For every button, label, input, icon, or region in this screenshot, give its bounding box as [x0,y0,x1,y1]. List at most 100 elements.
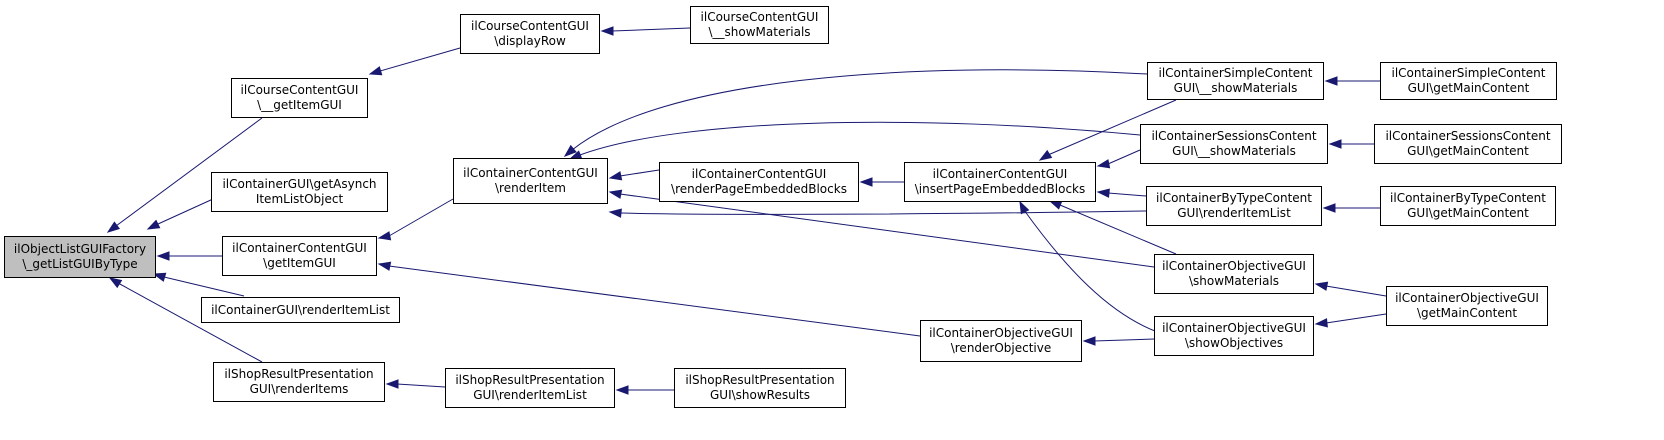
node-cc-renderitem-line1: ilContainerContentGUI [463,166,598,180]
node-obj-showobj-line1: ilContainerObjectiveGUI [1162,321,1306,335]
node-shop-renderlist[interactable]: ilShopResultPresentation GUI\renderItemL… [445,368,615,408]
arrowhead-cc-renderpage-to-cc-renderitem [608,171,623,181]
node-cont-getasynch-line2: ItemListObject [255,192,344,206]
arrowhead-cc-insertpage-to-cc-renderpage [859,177,873,187]
node-shop-showresults-line2: GUI\showResults [709,388,810,402]
arrowhead-simple-showmat-to-cc-insertpage [1038,149,1053,161]
node-course-showmat-line2: \__showMaterials [708,25,811,39]
arrowhead-course-getitem-to-root [106,221,121,233]
node-shop-renderitems-line2: GUI\renderItems [249,382,349,396]
node-cc-insertpage-line1: ilContainerContentGUI [932,167,1068,181]
node-cont-getasynch[interactable]: ilContainerGUI\getAsynch ItemListObject [211,172,388,212]
arrowhead-obj-showobj-to-cc-insertpage [1019,200,1030,215]
edge-obj-main-to-obj-showmat [1325,285,1387,297]
node-cc-renderitem[interactable]: ilContainerContentGUI \renderItem [453,158,608,204]
node-shop-renderitems[interactable]: ilShopResultPresentation GUI\renderItems [213,362,385,402]
arrowhead-obj-main-to-obj-showmat [1314,281,1329,291]
arrowhead-obj-main-to-obj-showobj [1314,318,1328,328]
node-bytype-main[interactable]: ilContainerByTypeContent GUI\getMainCont… [1380,186,1556,226]
node-course-displayrow-line1: ilCourseContentGUI [471,19,589,33]
arrowhead-obj-showmat-to-cc-insertpage [1048,200,1063,210]
node-cc-insertpage[interactable]: ilContainerContentGUI \insertPageEmbedde… [904,162,1096,202]
arrowhead-sessions-showmat-to-cc-insertpage [1096,159,1111,169]
node-cc-renderitem-line2: \renderItem [495,181,566,195]
node-bytype-render-line1: ilContainerByTypeContent [1156,191,1312,205]
node-shop-renderitems-line1: ilShopResultPresentation [224,367,374,381]
node-cont-getasynch-line1: ilContainerGUI\getAsynch [222,177,377,191]
edge-shop-renderlist-to-shop-renderitems [396,383,446,388]
node-shop-showresults[interactable]: ilShopResultPresentation GUI\showResults [674,368,846,408]
node-sessions-showmat-line2: GUI\__showMaterials [1172,144,1296,158]
arrowhead-course-displayrow-to-course-getitem [368,66,383,76]
edge-obj-showmat-to-cc-renderitem [619,193,1155,268]
arrowhead-bytype-render-to-cc-insertpage [1096,188,1110,198]
node-cont-renderlist[interactable]: ilContainerGUI\renderItemList [201,297,400,323]
node-shop-showresults-line1: ilShopResultPresentation [685,373,835,387]
node-root-line2: \_getListGUIByType [22,257,138,271]
node-obj-renderobj-line2: \renderObjective [950,341,1052,355]
edge-bytype-render-to-cc-insertpage [1107,192,1147,197]
arrowhead-simple-showmat-to-cc-renderitem [563,144,577,157]
node-shop-renderlist-line1: ilShopResultPresentation [455,373,605,387]
node-sessions-showmat[interactable]: ilContainerSessionsContent GUI\__showMat… [1140,124,1328,164]
node-shop-renderlist-line2: GUI\renderItemList [473,388,587,402]
edge-course-getitem-to-root [115,117,263,227]
node-course-getitem-line1: ilCourseContentGUI [240,83,359,97]
node-cc-getitem[interactable]: ilContainerContentGUI \getItemGUI [222,236,377,276]
arrowhead-cc-getitem-to-root [156,251,170,261]
node-sessions-showmat-line1: ilContainerSessionsContent [1151,129,1317,143]
node-simple-main[interactable]: ilContainerSimpleContent GUI\getMainCont… [1380,62,1557,100]
node-simple-showmat-line1: ilContainerSimpleContent [1158,66,1313,80]
node-obj-showmat[interactable]: ilContainerObjectiveGUI \showMaterials [1154,254,1314,294]
node-cc-renderpage-line2: \renderPageEmbeddedBlocks [671,182,847,196]
node-course-showmat-line1: ilCourseContentGUI [700,10,819,24]
edge-obj-showmat-to-cc-insertpage [1059,204,1177,255]
edge-simple-showmat-to-cc-renderitem [571,69,1148,151]
node-cc-getitem-line1: ilContainerContentGUI [232,241,367,255]
node-simple-main-line1: ilContainerSimpleContent [1391,66,1546,80]
edge-obj-main-to-obj-showobj [1325,313,1387,324]
edge-obj-showobj-to-obj-renderobj [1093,338,1155,342]
node-root[interactable]: ilObjectListGUIFactory \_getListGUIByTyp… [4,236,156,278]
edge-sessions-showmat-to-cc-insertpage [1107,149,1141,165]
node-bytype-render[interactable]: ilContainerByTypeContent GUI\renderItemL… [1146,186,1322,226]
node-sessions-main-line2: GUI\getMainContent [1407,144,1529,158]
node-simple-showmat-line2: GUI\__showMaterials [1173,81,1298,95]
edge-course-displayrow-to-course-getitem [379,47,461,72]
arrowhead-bytype-main-to-bytype-render [1322,203,1336,213]
node-course-getitem[interactable]: ilCourseContentGUI \__getItemGUI [231,78,368,118]
node-obj-renderobj[interactable]: ilContainerObjectiveGUI \renderObjective [920,320,1082,362]
edge-cc-renderitem-to-cc-getitem [388,198,454,237]
node-course-showmat[interactable]: ilCourseContentGUI \__showMaterials [690,6,829,44]
node-simple-main-line2: GUI\getMainContent [1407,81,1530,95]
edge-bytype-render-to-cc-renderitem [619,210,1147,215]
node-bytype-render-line2: GUI\renderItemList [1177,206,1291,220]
node-obj-showobj-line2: \showObjectives [1184,336,1284,350]
node-root-line1: ilObjectListGUIFactory [13,242,147,256]
node-simple-showmat[interactable]: ilContainerSimpleContent GUI\__showMater… [1147,62,1324,100]
node-obj-main-line2: \getMainContent [1416,306,1518,320]
node-cc-insertpage-line2: \insertPageEmbeddedBlocks [914,182,1086,196]
node-obj-showmat-line1: ilContainerObjectiveGUI [1162,259,1306,273]
node-obj-main[interactable]: ilContainerObjectiveGUI \getMainContent [1386,286,1548,326]
arrowhead-obj-showmat-to-cc-renderitem [608,189,623,199]
node-cont-renderlist-line1: ilContainerGUI\renderItemList [211,302,390,317]
edge-course-showmat-to-course-displayrow [611,27,691,32]
node-cc-getitem-line2: \getItemGUI [263,256,336,270]
edge-cc-renderpage-to-cc-renderitem [619,169,660,177]
edge-obj-renderobj-to-cc-getitem [388,265,921,337]
node-course-getitem-line2: \__getItemGUI [257,98,342,112]
arrowhead-cont-getasynch-to-root [146,219,161,230]
node-course-displayrow[interactable]: ilCourseContentGUI \displayRow [460,14,600,54]
node-cc-renderpage[interactable]: ilContainerContentGUI \renderPageEmbedde… [659,162,859,202]
node-bytype-main-line2: GUI\getMainContent [1407,206,1529,220]
node-sessions-main[interactable]: ilContainerSessionsContent GUI\getMainCo… [1374,124,1562,164]
arrowhead-cc-renderitem-to-cc-getitem [377,231,392,241]
node-obj-main-line1: ilContainerObjectiveGUI [1395,291,1539,305]
arrowhead-obj-renderobj-to-cc-getitem [377,261,392,271]
node-obj-showobj[interactable]: ilContainerObjectiveGUI \showObjectives [1154,316,1314,356]
node-obj-renderobj-line1: ilContainerObjectiveGUI [929,326,1073,340]
node-course-displayrow-line2: \displayRow [494,34,566,48]
